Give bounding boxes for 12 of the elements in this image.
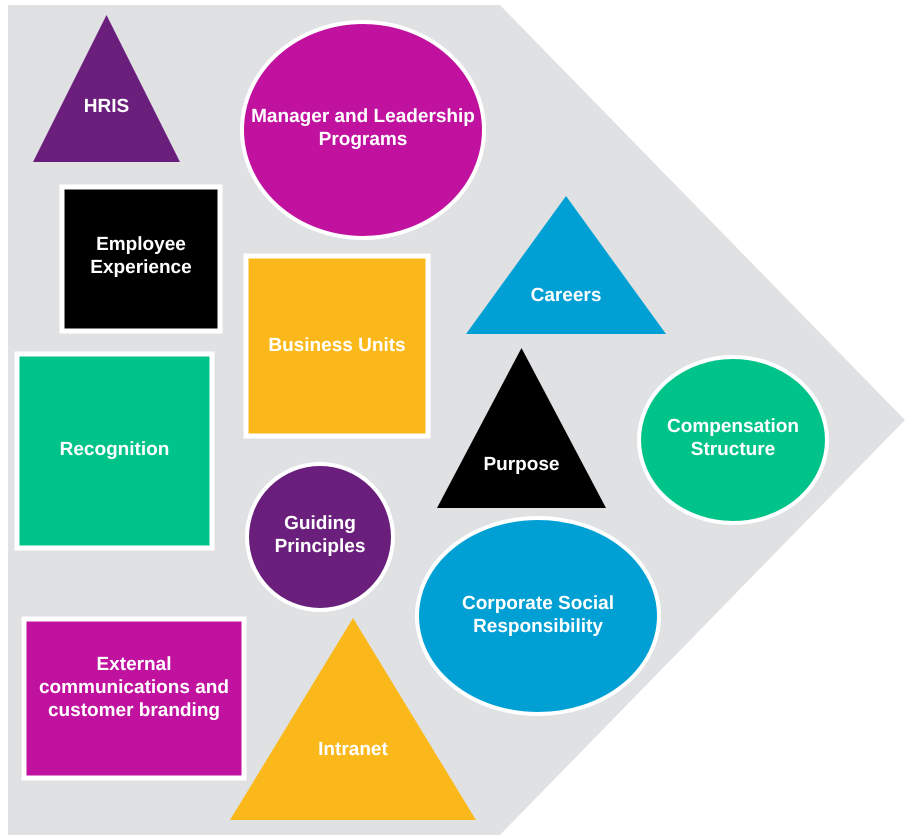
shape-label: Employee Experience (89, 233, 193, 279)
shape-label: Careers (530, 284, 602, 307)
shape-label: Manager and Leadership Programs (250, 105, 476, 151)
shape-label: External communications and customer branding (38, 653, 230, 722)
shape-label: Compensation Structure (666, 415, 800, 461)
shape-label: Purpose (482, 453, 561, 476)
shape-label: Business Units (267, 334, 407, 357)
shape-label: Guiding Principles (274, 512, 366, 558)
shape-label: HRIS (82, 95, 130, 118)
shape-label: Intranet (317, 738, 389, 761)
shape-label: Recognition (58, 438, 170, 461)
shape-label: Corporate Social Responsibility (460, 592, 616, 638)
